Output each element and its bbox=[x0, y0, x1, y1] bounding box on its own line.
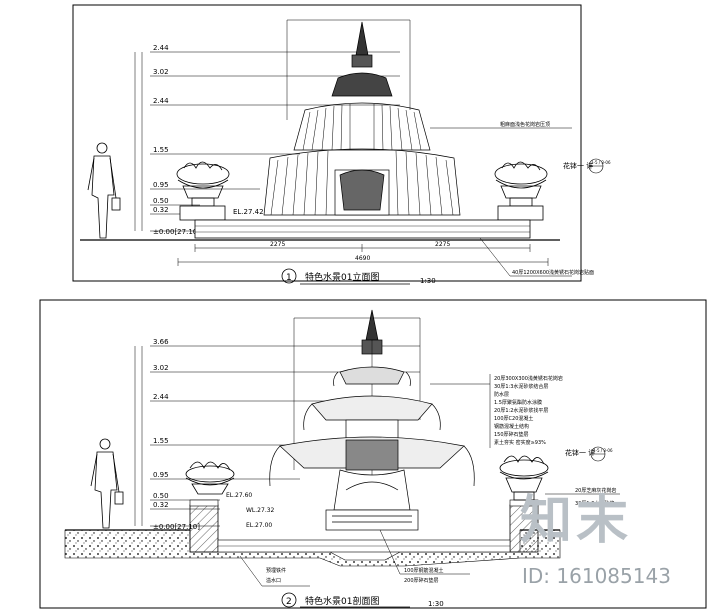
dimension-label: 2275 bbox=[435, 241, 450, 248]
leader-note: 粗麻面浅色花岗岩压顶 bbox=[500, 121, 550, 128]
svg-text:预埋铁件: 预埋铁件 bbox=[266, 567, 286, 574]
elevation-tag: EL.27.42 bbox=[233, 208, 264, 216]
right-planter-pot bbox=[494, 161, 548, 207]
left-planter-pot bbox=[185, 461, 235, 495]
level-label: 0.95 bbox=[153, 181, 169, 189]
level-label: 0.32 bbox=[153, 501, 169, 509]
level-label: 2.44 bbox=[153, 97, 169, 105]
svg-text:30厚1:3水泥砂浆: 30厚1:3水泥砂浆 bbox=[575, 500, 614, 507]
dimension-label: 2275 bbox=[270, 241, 285, 248]
svg-text:溢水口: 溢水口 bbox=[266, 577, 281, 584]
svg-text:1-5 / 3-06: 1-5 / 3-06 bbox=[593, 448, 613, 453]
right-pot-plinth bbox=[497, 205, 544, 221]
left-planter-pot bbox=[176, 161, 230, 207]
fountain-basin bbox=[194, 219, 531, 239]
fountain-elevation bbox=[263, 21, 461, 216]
svg-text:花钵一 详: 花钵一 详 bbox=[563, 161, 593, 170]
svg-text:30厚1:3水泥砂浆结合层: 30厚1:3水泥砂浆结合层 bbox=[494, 383, 548, 390]
svg-text:防水层: 防水层 bbox=[494, 391, 509, 398]
svg-text:花钵一 详: 花钵一 详 bbox=[565, 448, 595, 457]
level-label: 2.44 bbox=[153, 44, 169, 52]
watermark-id: ID: 161085143 bbox=[522, 564, 671, 588]
level-label: ±0.00[27.10] bbox=[153, 523, 200, 531]
svg-text:20厚1:2水泥砂浆找平层: 20厚1:2水泥砂浆找平层 bbox=[494, 407, 548, 414]
elevation-level-labels: 2.44 3.02 2.44 1.55 0.95 0.50 0.32 ±0.00… bbox=[153, 44, 264, 236]
section-leader-notes: 20厚300X300浅黄锈石花岗岩 30厚1:3水泥砂浆结合层 防水层 1.5厚… bbox=[430, 374, 563, 448]
elevation-dimensions bbox=[177, 244, 549, 266]
elevation-tag: EL.27.00 bbox=[246, 522, 272, 529]
elevation-drawing: 2.44 3.02 2.44 1.55 0.95 0.50 0.32 ±0.00… bbox=[72, 4, 611, 285]
svg-text:钢筋混凝土结构: 钢筋混凝土结构 bbox=[494, 423, 529, 430]
section-frame bbox=[39, 299, 707, 609]
level-label: 0.95 bbox=[153, 471, 169, 479]
leader-note: 40厚1200X600浅黄锈石花岗岩贴面 bbox=[512, 269, 594, 276]
svg-text:素土夯实 密实度≥93%: 素土夯实 密实度≥93% bbox=[494, 439, 546, 446]
svg-text:150厚碎石垫层: 150厚碎石垫层 bbox=[494, 431, 529, 438]
elevation-tag: EL.27.60 bbox=[226, 492, 252, 499]
svg-text:1.5厚聚氨酯防水涂膜: 1.5厚聚氨酯防水涂膜 bbox=[494, 399, 542, 406]
svg-text:200厚碎石垫层: 200厚碎石垫层 bbox=[404, 577, 439, 584]
detail-callout: 花钵一 详 1-5 / 3-06 bbox=[563, 158, 611, 174]
level-label: 0.32 bbox=[153, 206, 169, 214]
drawing-number: 1 bbox=[286, 273, 292, 283]
detail-callout: 花钵一 详 1-5 / 3-06 bbox=[565, 446, 613, 462]
level-label: 1.55 bbox=[153, 437, 169, 445]
level-label: 3.02 bbox=[153, 68, 169, 76]
level-label: 0.50 bbox=[153, 197, 169, 205]
watermark-logo: 知末 bbox=[520, 491, 633, 551]
drawing-title: 特色水景01立面图 bbox=[305, 271, 379, 283]
level-label: 1.55 bbox=[153, 146, 169, 154]
svg-text:1-5 / 3-06: 1-5 / 3-06 bbox=[591, 160, 611, 165]
drawing-number: 2 bbox=[286, 597, 292, 607]
fountain-section bbox=[269, 309, 475, 531]
svg-text:20厚芝麻灰花岗岩: 20厚芝麻灰花岗岩 bbox=[575, 487, 616, 494]
drawing-scale: 1:30 bbox=[428, 600, 444, 608]
scale-person-figure bbox=[90, 438, 124, 529]
dimension-label: 4690 bbox=[355, 255, 370, 262]
level-label: 0.50 bbox=[153, 492, 169, 500]
basin-section-walls bbox=[189, 499, 539, 553]
level-label: 3.02 bbox=[153, 364, 169, 372]
level-label: 3.66 bbox=[153, 338, 169, 346]
level-label: 2.44 bbox=[153, 393, 169, 401]
scale-person-figure bbox=[87, 142, 121, 239]
section-bottom-notes: 预埋铁件 溢水口 100厚钢筋混凝土 200厚碎石垫层 bbox=[239, 529, 470, 587]
section-level-labels: 3.66 3.02 2.44 1.55 0.95 0.50 0.32 ±0.00… bbox=[153, 338, 275, 531]
pot-leader-notes: 20厚芝麻灰花岗岩 30厚1:3水泥砂浆 bbox=[545, 487, 620, 507]
right-planter-pot bbox=[499, 455, 549, 501]
level-label: ±0.00[27.10] bbox=[153, 228, 200, 236]
drawing-title: 特色水景01剖面图 bbox=[305, 595, 379, 607]
svg-text:100厚钢筋混凝土: 100厚钢筋混凝土 bbox=[404, 567, 444, 574]
svg-text:100厚C20混凝土: 100厚C20混凝土 bbox=[494, 415, 533, 422]
svg-text:20厚300X300浅黄锈石花岗岩: 20厚300X300浅黄锈石花岗岩 bbox=[494, 375, 563, 382]
left-pot-plinth bbox=[179, 205, 226, 221]
section-title-block: 2 特色水景01剖面图 1:30 bbox=[281, 592, 444, 608]
elevation-title-block: 1 特色水景01立面图 1:30 bbox=[281, 268, 436, 285]
elevation-tag: WL.27.32 bbox=[246, 507, 275, 514]
elevation-frame bbox=[72, 4, 582, 282]
elevation-leader-notes bbox=[430, 127, 572, 277]
drawing-scale: 1:30 bbox=[420, 277, 436, 285]
section-drawing: 3.66 3.02 2.44 1.55 0.95 0.50 0.32 ±0.00… bbox=[39, 299, 707, 609]
